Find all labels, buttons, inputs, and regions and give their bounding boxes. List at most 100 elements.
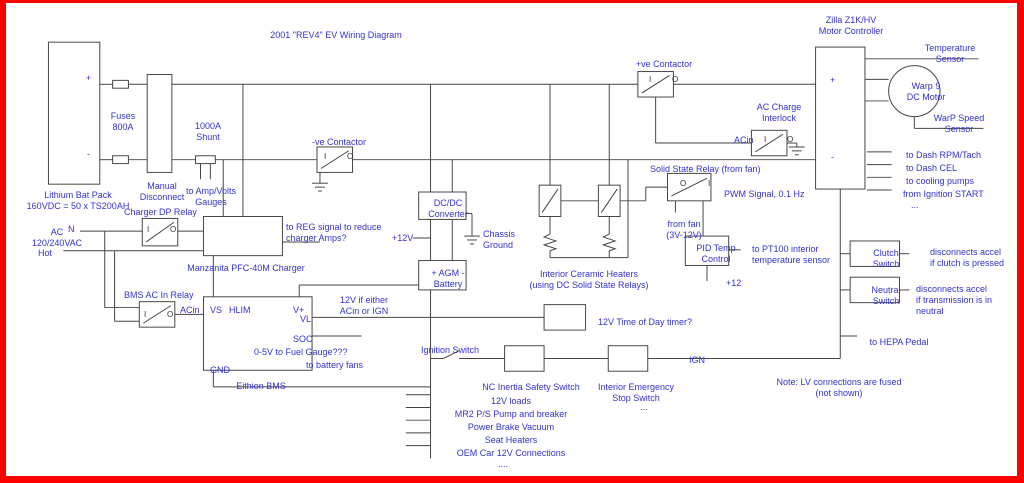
pid-temp-control-box [684, 235, 730, 266]
pve-terminal-o: O [672, 75, 679, 84]
component-boxes [47, 41, 941, 372]
battery-plus: + [86, 73, 92, 83]
shunt-symbol [195, 155, 216, 165]
fuse-symbol-negative [112, 155, 129, 165]
dp-terminal-i: I [147, 225, 150, 234]
nve-terminal-o: O [347, 152, 354, 161]
ssr-terminal-i: I [708, 179, 711, 188]
pt100-label: to PT100 interior temperature sensor [752, 244, 831, 265]
ign-label: IGN [689, 355, 706, 365]
dcdc-converter-box [418, 191, 467, 220]
bms-vs-label: VS [210, 305, 223, 315]
temp-sensor-label: Temperature Sensor [924, 43, 976, 64]
inertia-switch-label: NC Inertia Safety Switch [482, 382, 580, 392]
agm-battery-label: + AGM - Battery [431, 268, 465, 289]
clutch-switch-label: Clutch Switch [872, 248, 900, 269]
bms-name: Eithion BMS [236, 381, 286, 391]
dp-terminal-o: O [170, 225, 177, 234]
heater-resistor-1 [542, 233, 558, 252]
bms-acin-label: ACin [180, 305, 200, 315]
fuses-label: Fuses 800A [110, 111, 136, 132]
stop-more-dots: ... [640, 402, 648, 412]
stop-switch-box [607, 345, 649, 372]
manual-disconnect-box [146, 73, 173, 173]
load-item-2: Seat Heaters [484, 435, 538, 445]
load-item-0: MR2 P/S Pump and breaker [454, 409, 568, 419]
clutch-note: disconnects accel if clutch is pressed [930, 247, 1005, 268]
ac-interlock-label: AC Charge Interlock [756, 102, 802, 123]
charger-name: Manzanita PFC-40M Charger [187, 263, 305, 273]
ignition-switch-label: Ignition Switch [420, 345, 480, 355]
bms-vl-label: VL [300, 314, 312, 324]
dp-relay-label: Charger DP Relay [124, 207, 197, 217]
controller-name: Zilla Z1K/HV Motor Controller [818, 15, 884, 36]
timer-box [543, 304, 587, 331]
ignition-start-label: from Ignition START [903, 189, 984, 199]
negative-contactor-label: -ve Contactor [311, 137, 367, 147]
ac-hot-label: Hot [38, 248, 53, 258]
positive-contactor-label: +ve Contactor [635, 59, 693, 69]
speed-sensor-label: WarP Speed Sensor [933, 113, 985, 134]
cooling-pumps-label: to cooling pumps [906, 176, 975, 186]
neutral-note: disconnects accel if transmission is in … [916, 284, 993, 316]
motor-controller-box [815, 46, 866, 190]
agm-battery-box [418, 260, 467, 291]
dash-rpm-label: to Dash RPM/Tach [906, 150, 982, 160]
chassis-ground-label: Chassis Ground [483, 229, 516, 250]
plus12v-label: +12V [392, 233, 414, 243]
bmsr-terminal-i: I [144, 310, 147, 319]
interlock-terminal-o: O [787, 135, 794, 144]
controller-more-dots: ... [911, 200, 919, 210]
ac-interlock-relay [750, 129, 788, 157]
interlock-acin-label: ACin [734, 135, 754, 145]
wiring-layer [47, 41, 984, 459]
loads-more-dots: .... [497, 459, 509, 469]
reg-note: to REG signal to reduce charger Amps? [286, 222, 382, 243]
from-fan-label: from fan (3V-12V) [666, 219, 702, 240]
bms-box [202, 296, 313, 371]
ac-neutral-label: N [68, 224, 75, 234]
pwm-label: PWM Signal, 0.1 Hz [724, 189, 805, 199]
dash-cel-label: to Dash CEL [906, 163, 958, 173]
charger-box [202, 215, 283, 257]
controller-plus: + [830, 75, 836, 85]
motor-name: Warp 9 DC Motor [906, 81, 946, 102]
gauges-label: to Amp/Volts Gauges [185, 186, 237, 207]
plus12-label: +12 [726, 278, 742, 288]
battery-pack-label: Lithium Bat Pack 160VDC = 50 x TS200AH [26, 190, 130, 211]
fuel-gauge-note: 0-5V to Fuel Gauge??? [254, 347, 348, 357]
controller-minus: - [831, 152, 834, 162]
timer-label: 12V Time of Day timer? [598, 317, 693, 327]
interlock-terminal-i: I [764, 135, 767, 144]
neutral-switch-box [849, 276, 901, 304]
dc-motor-circle [888, 65, 941, 118]
pid-label: PID Temp Control [696, 243, 736, 264]
clutch-switch-box [849, 240, 901, 267]
bms-soc-label: SOC [293, 334, 313, 344]
ac-mains-label: AC 120/240VAC [31, 227, 83, 248]
shunt-label: 1000A Shunt [194, 121, 222, 142]
nve-terminal-i: I [324, 152, 327, 161]
bms-gnd-label: GND [210, 365, 230, 375]
loads-title: 12V loads [490, 396, 532, 406]
inertia-switch-box [504, 345, 545, 372]
battery-minus: - [87, 149, 90, 159]
load-item-1: Power Brake Vacuum [467, 422, 555, 432]
wire-lines [63, 58, 984, 459]
ssr-terminal-o: O [680, 179, 687, 188]
stop-switch-label: Interior Emergency Stop Switch [597, 382, 675, 403]
battery-pack-box [47, 41, 101, 185]
disconnect-label: Manual Disconnect [139, 181, 185, 202]
battery-fans-note: to battery fans [306, 360, 364, 370]
heaters-label: Interior Ceramic Heaters (using DC Solid… [529, 269, 649, 290]
diagram-title: 2001 "REV4" EV Wiring Diagram [270, 30, 402, 40]
neutral-switch-label: Neutral Switch [871, 285, 901, 306]
bms-vplus-label: V+ [293, 305, 305, 315]
load-item-3: OEM Car 12V Connections [456, 448, 566, 458]
heater-resistor-2 [601, 233, 617, 252]
hepa-label: to HEPA Pedal [869, 337, 929, 347]
lv-note: Note: LV connections are fused (not show… [776, 377, 902, 398]
bmsr-terminal-o: O [167, 310, 174, 319]
pve-terminal-i: I [649, 75, 652, 84]
